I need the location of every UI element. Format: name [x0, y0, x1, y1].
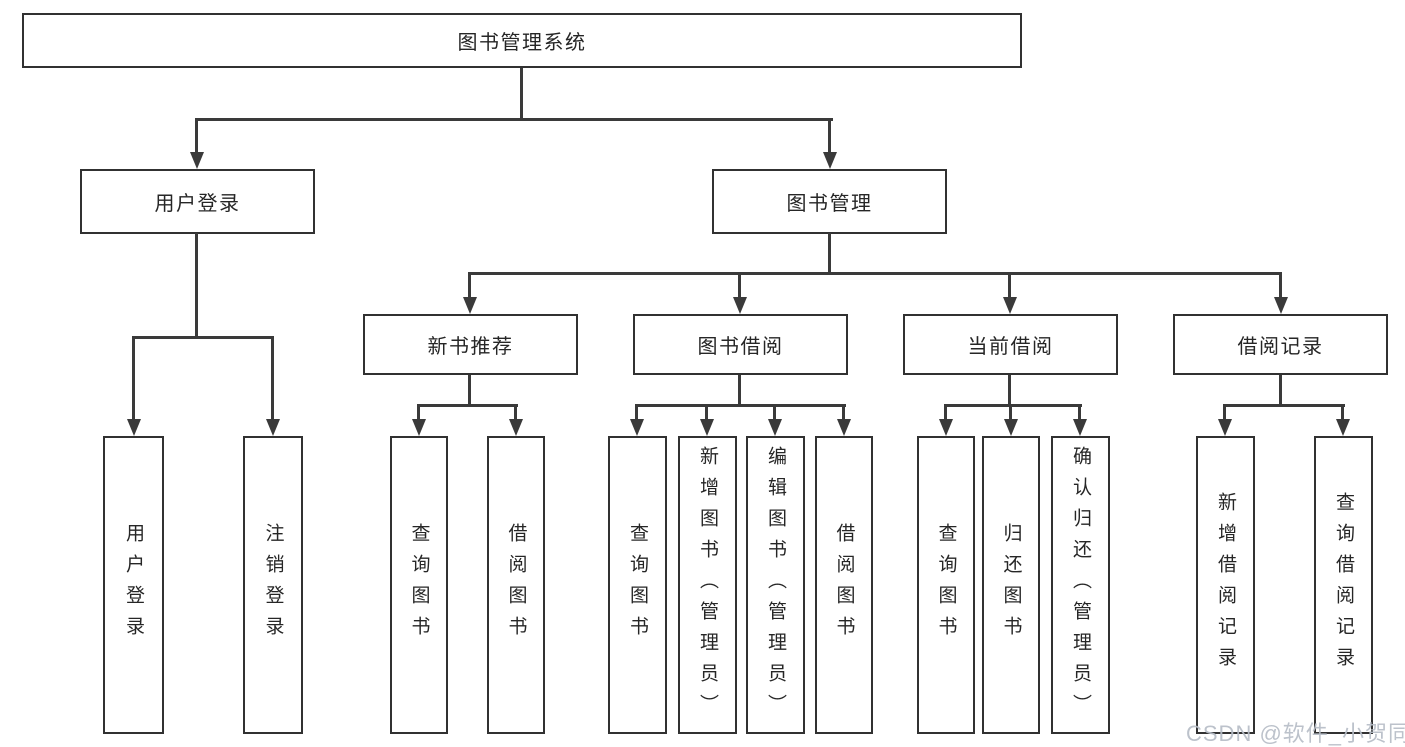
- node-book-management: 图书管理: [712, 169, 947, 234]
- connector-userlogin-bar: [132, 336, 274, 339]
- connector-newbook-stem: [468, 375, 471, 406]
- connector-borrow-drop-1: [635, 406, 638, 421]
- connector-bookmgmt-bar: [468, 272, 1282, 275]
- leaf-new-book-query-label: 查询图书: [408, 523, 430, 647]
- arrowhead-down-icon: [463, 297, 477, 314]
- arrowhead-down-icon: [1003, 297, 1017, 314]
- arrowhead-down-icon: [266, 419, 280, 436]
- connector-current-drop-3: [1078, 406, 1081, 421]
- leaf-record-add: 新增借阅记录: [1196, 436, 1255, 734]
- leaf-new-book-borrow-label: 借阅图书: [505, 523, 527, 647]
- connector-userlogin-stem: [195, 233, 198, 338]
- arrowhead-down-icon: [190, 152, 204, 169]
- arrowhead-down-icon: [1336, 419, 1350, 436]
- node-current-borrow-label: 当前借阅: [967, 336, 1054, 358]
- node-root: 图书管理系统: [22, 13, 1022, 68]
- connector-newbook-drop-1: [417, 406, 420, 421]
- connector-current-drop-2: [1009, 406, 1012, 421]
- leaf-current-query: 查询图书: [917, 436, 975, 734]
- connector-bookmgmt-drop-4: [1279, 274, 1282, 300]
- leaf-book-borrow-edit-label: 编辑图书（管理员）: [765, 445, 786, 725]
- arrowhead-down-icon: [509, 419, 523, 436]
- leaf-record-add-label: 新增借阅记录: [1215, 492, 1236, 678]
- node-new-book-recommend-label: 新书推荐: [427, 336, 514, 358]
- leaf-book-borrow-edit: 编辑图书（管理员）: [746, 436, 805, 734]
- leaf-user-login-login-label: 用户登录: [123, 523, 144, 647]
- connector-userlogin-drop-right: [271, 338, 274, 419]
- connector-record-drop-1: [1223, 406, 1226, 421]
- connector-root-drop-left: [195, 120, 198, 153]
- arrowhead-down-icon: [700, 419, 714, 436]
- connector-borrow-drop-3: [773, 406, 776, 421]
- leaf-book-borrow-add: 新增图书（管理员）: [678, 436, 737, 734]
- connector-current-bar: [944, 404, 1082, 407]
- leaf-new-book-borrow: 借阅图书: [487, 436, 545, 734]
- node-borrow-record-label: 借阅记录: [1237, 336, 1324, 358]
- node-user-login-label: 用户登录: [154, 193, 241, 215]
- leaf-user-login-login: 用户登录: [103, 436, 164, 734]
- connector-current-stem: [1008, 375, 1011, 406]
- leaf-current-confirm: 确认归还（管理员）: [1051, 436, 1110, 734]
- connector-root-bar: [195, 118, 833, 121]
- leaf-user-login-logout: 注销登录: [243, 436, 303, 734]
- leaf-user-login-logout-label: 注销登录: [262, 523, 284, 647]
- arrowhead-down-icon: [1218, 419, 1232, 436]
- node-book-borrow-label: 图书借阅: [697, 336, 784, 358]
- csdn-watermark: CSDN @软件_小贺同学: [1186, 721, 1405, 746]
- leaf-book-borrow-borrow: 借阅图书: [815, 436, 873, 734]
- connector-record-bar: [1223, 404, 1345, 407]
- leaf-current-return-label: 归还图书: [1000, 523, 1022, 647]
- connector-record-stem: [1279, 375, 1282, 406]
- leaf-book-borrow-add-label: 新增图书（管理员）: [697, 445, 718, 725]
- arrowhead-down-icon: [127, 419, 141, 436]
- connector-root-drop-right: [828, 120, 831, 153]
- connector-bookmgmt-drop-3: [1008, 274, 1011, 300]
- leaf-current-confirm-label: 确认归还（管理员）: [1070, 445, 1091, 725]
- connector-root-stem: [520, 68, 523, 120]
- leaf-record-query: 查询借阅记录: [1314, 436, 1373, 734]
- connector-bookmgmt-stem: [828, 233, 831, 274]
- leaf-current-return: 归还图书: [982, 436, 1040, 734]
- node-borrow-record: 借阅记录: [1173, 314, 1388, 375]
- node-new-book-recommend: 新书推荐: [363, 314, 578, 375]
- connector-newbook-drop-2: [514, 406, 517, 421]
- connector-borrow-drop-2: [705, 406, 708, 421]
- connector-current-drop-1: [944, 406, 947, 421]
- arrowhead-down-icon: [768, 419, 782, 436]
- arrowhead-down-icon: [412, 419, 426, 436]
- arrowhead-down-icon: [939, 419, 953, 436]
- leaf-book-borrow-query-label: 查询图书: [627, 523, 648, 647]
- connector-bookmgmt-drop-2: [738, 274, 741, 300]
- connector-userlogin-drop-left: [132, 338, 135, 419]
- leaf-book-borrow-query: 查询图书: [608, 436, 667, 734]
- connector-borrow-drop-4: [842, 406, 845, 421]
- arrowhead-down-icon: [1274, 297, 1288, 314]
- node-book-management-label: 图书管理: [786, 193, 873, 215]
- node-root-label: 图书管理系统: [457, 32, 587, 54]
- connector-record-drop-2: [1341, 406, 1344, 421]
- arrowhead-down-icon: [1004, 419, 1018, 436]
- arrowhead-down-icon: [837, 419, 851, 436]
- node-user-login: 用户登录: [80, 169, 315, 234]
- connector-newbook-bar: [417, 404, 518, 407]
- connector-borrow-bar: [635, 404, 846, 407]
- connector-borrow-stem: [738, 375, 741, 406]
- arrowhead-down-icon: [733, 297, 747, 314]
- arrowhead-down-icon: [630, 419, 644, 436]
- connector-bookmgmt-drop-1: [468, 274, 471, 300]
- leaf-record-query-label: 查询借阅记录: [1333, 492, 1354, 678]
- arrowhead-down-icon: [823, 152, 837, 169]
- node-book-borrow: 图书借阅: [633, 314, 848, 375]
- node-current-borrow: 当前借阅: [903, 314, 1118, 375]
- leaf-book-borrow-borrow-label: 借阅图书: [833, 523, 855, 647]
- leaf-current-query-label: 查询图书: [935, 523, 957, 647]
- arrowhead-down-icon: [1073, 419, 1087, 436]
- leaf-new-book-query: 查询图书: [390, 436, 448, 734]
